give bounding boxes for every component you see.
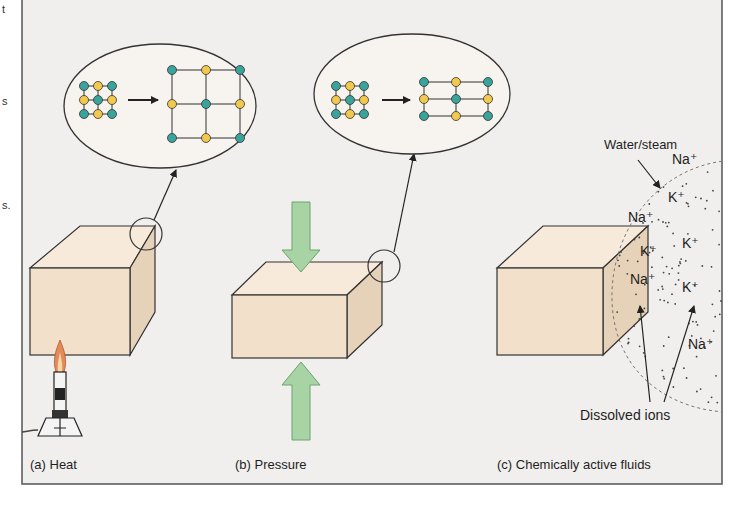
ion-label: K⁺ bbox=[682, 236, 699, 250]
ion-label: Na⁺ bbox=[628, 210, 653, 224]
fluid-region bbox=[612, 160, 722, 412]
ion-label: K⁺ bbox=[682, 280, 699, 294]
compressed-block bbox=[232, 262, 382, 358]
leader-line bbox=[638, 160, 660, 188]
leader-line bbox=[664, 306, 694, 402]
panel-caption: (a) Heat bbox=[30, 458, 77, 471]
heated-block bbox=[30, 226, 155, 355]
inset-ellipse bbox=[314, 34, 510, 154]
ion-label: K⁺ bbox=[668, 190, 685, 204]
leader-line bbox=[640, 306, 650, 402]
block bbox=[497, 226, 648, 355]
lattice bbox=[332, 78, 493, 121]
callout-circle bbox=[368, 250, 400, 282]
ion-label: Na⁺ bbox=[630, 272, 655, 286]
ion-label: K⁺ bbox=[640, 244, 657, 258]
panel-caption: (c) Chemically active fluids bbox=[497, 458, 651, 471]
callout-circle bbox=[130, 218, 162, 250]
panel bbox=[22, 0, 722, 484]
fluid-label: Water/steam bbox=[604, 138, 677, 151]
inset-ellipse bbox=[64, 44, 256, 168]
panel-caption: (b) Pressure bbox=[235, 458, 307, 471]
callout-label: Dissolved ions bbox=[580, 408, 670, 422]
ion-label: Na⁺ bbox=[672, 152, 697, 166]
bunsen-burner bbox=[22, 340, 82, 436]
pressure-arrow bbox=[282, 202, 320, 440]
lattice bbox=[80, 66, 245, 143]
ion-label: Na⁺ bbox=[688, 337, 713, 351]
edge-fragment: t bbox=[2, 4, 5, 15]
edge-fragment: s. bbox=[2, 200, 11, 211]
edge-fragment: s bbox=[2, 96, 8, 107]
